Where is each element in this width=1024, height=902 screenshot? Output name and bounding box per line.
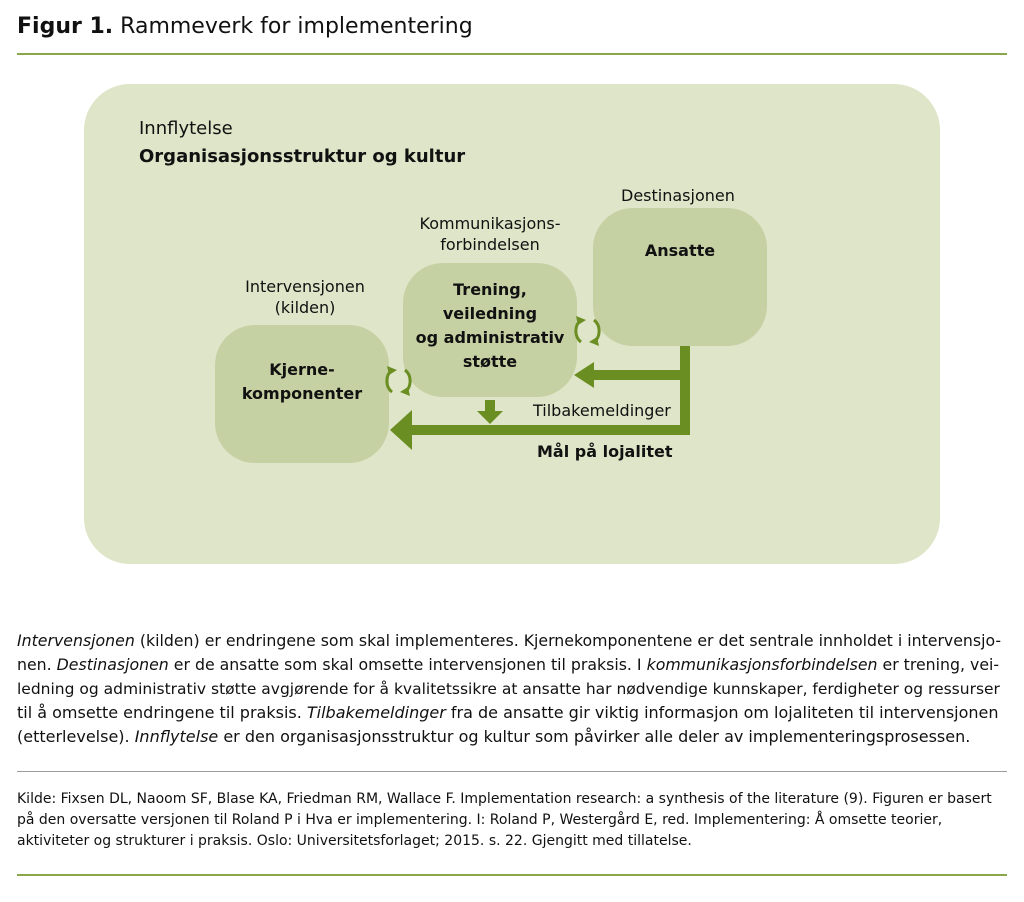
- feedback-vertical-connector: [680, 346, 690, 435]
- caption-line: ledning og administrativ støtte avgjøren…: [17, 680, 1000, 698]
- fidelity-arrow-shaft: [410, 425, 690, 435]
- feedback-label: Tilbakemeldinger: [533, 401, 671, 420]
- feedback-arrow-shaft: [591, 370, 680, 380]
- intervention-heading: Intervensjonen (kilden): [245, 277, 365, 317]
- caption-line: Intervensjonen (kilden) er endringene so…: [17, 631, 1002, 650]
- destination-box-label: Ansatte: [644, 241, 716, 260]
- source-line: på den oversatte versjonen til Roland P …: [17, 812, 943, 828]
- communication-box-label: Trening, veiledning og administrativ stø…: [415, 280, 565, 371]
- intervention-box: Kjerne- komponenter: [215, 325, 389, 463]
- communication-heading: Kommunikasjons- forbindelsen: [419, 214, 561, 254]
- feedback-arrowhead: [574, 362, 594, 388]
- influence-title: Organisasjonsstruktur og kultur: [139, 146, 466, 167]
- source-divider: [17, 771, 1007, 772]
- caption-line: (etterlevelse). Innflytelse er den organ…: [17, 727, 971, 746]
- bottom-rule: [17, 874, 1007, 876]
- intervention-box-label: Kjerne- komponenter: [241, 360, 363, 403]
- source-line: Kilde: Fixsen DL, Naoom SF, Blase KA, Fr…: [17, 791, 992, 807]
- figure-number: Figur 1.: [17, 14, 114, 39]
- source-note: Kilde: Fixsen DL, Naoom SF, Blase KA, Fr…: [17, 789, 1007, 852]
- destination-box: Ansatte: [593, 208, 767, 346]
- caption-line: til å omsette endringene til praksis. Ti…: [17, 703, 999, 722]
- figure-title-text: Rammeverk for implementering: [120, 14, 473, 39]
- top-rule: [17, 53, 1007, 55]
- destination-heading: Destinasjonen: [621, 186, 735, 205]
- source-line: aktiviteter og strukturer i praksis. Osl…: [17, 833, 692, 849]
- communication-down-arrowhead: [477, 411, 503, 424]
- communication-box: Trening, veiledning og administrativ stø…: [403, 263, 577, 397]
- fidelity-label: Mål på lojalitet: [537, 442, 673, 461]
- cycle-arrowheads: [387, 316, 599, 396]
- figure-caption: Intervensjonen (kilden) er endringene so…: [17, 629, 1007, 749]
- cycle-icon: [385, 318, 601, 394]
- figure-title: Figur 1. Rammeverk for implementering: [17, 12, 473, 42]
- influence-label: Innflytelse: [139, 118, 233, 139]
- caption-line: nen. Destinasjonen er de ansatte som ska…: [17, 655, 1000, 674]
- communication-down-arrow-shaft: [485, 400, 495, 412]
- fidelity-arrowhead: [390, 410, 412, 450]
